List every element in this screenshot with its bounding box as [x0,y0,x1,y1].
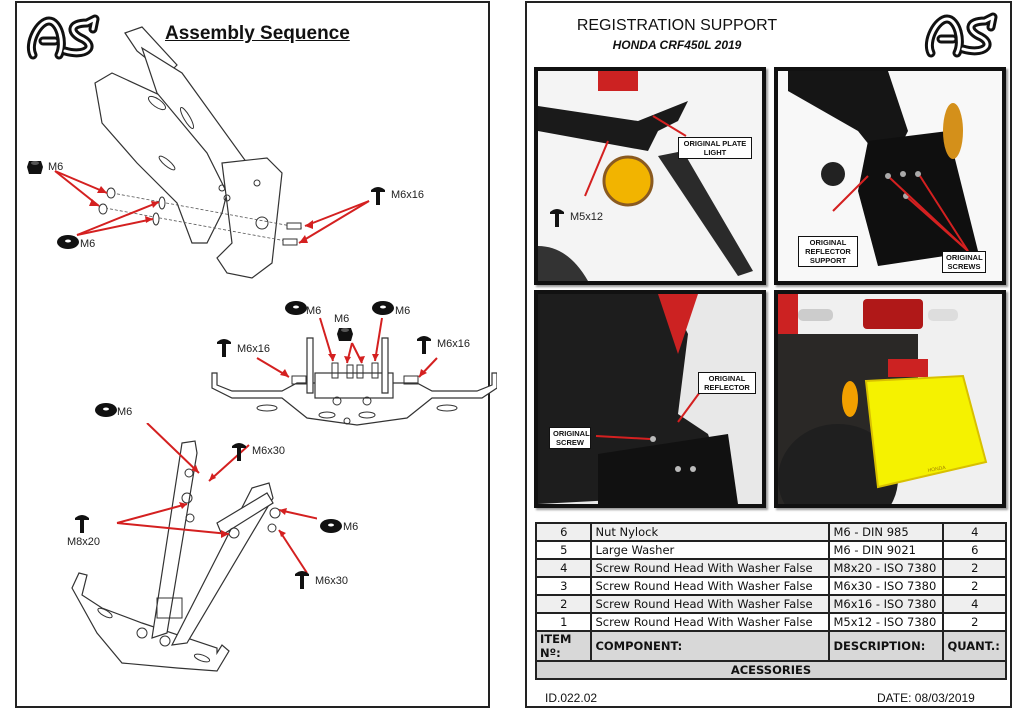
item-number: 3 [534,576,593,596]
callout-original-screws: ORIGINAL SCREWS [942,251,986,273]
item-number: 6 [534,522,593,542]
description: M5x12 - ISO 7380 [828,612,945,632]
screw-icon [232,443,246,461]
washer-icon [95,403,117,417]
plate-brand-text: HONDA [927,465,946,474]
document-subtitle: HONDA CRF450L 2019 [612,38,742,52]
as-logo-icon [925,12,998,58]
washer-icon [57,235,79,249]
label-bot-washer-top: M6 [117,406,133,418]
label-m5x12: M5x12 [570,211,604,223]
label-mid-screw-left: M6x16 [237,343,271,355]
quantity: 6 [942,540,1007,560]
as-logo-icon [27,14,100,60]
quantity: 2 [942,558,1007,578]
table-section-row: ACESSORIES [535,660,1007,680]
washer-icon [285,301,307,315]
label-top-screw: M6x16 [391,189,425,201]
header-item: ITEM Nº: [534,630,593,662]
document-date: DATE: 08/03/2019 [877,691,975,705]
callout-original-reflector: ORIGINAL REFLECTOR [698,372,756,394]
header-quantity: QUANT.: [942,630,1007,662]
item-number: 2 [534,594,593,614]
document-id: ID.022.02 [545,691,598,705]
component: Nut Nylock [590,522,831,542]
assembly-sequence-page: Assembly Sequence [15,1,497,708]
label-mid-washer-left: M6 [306,305,322,317]
nut-icon [337,328,353,341]
description: M6x16 - ISO 7380 [828,594,945,614]
label-top-nut: M6 [48,161,64,173]
photo-original-reflector: ORIGINAL REFLECTOR ORIGINAL SCREW [534,290,766,508]
callout-original-screw: ORIGINAL SCREW [549,427,591,449]
label-bot-washer-right: M6 [343,521,359,533]
photo-finished-mount-image: HONDA [778,294,988,504]
bracket-drawing-bottom [71,423,317,672]
label-bot-screw-right: M6x30 [315,575,349,587]
component: Screw Round Head With Washer False [590,612,831,632]
item-number: 5 [534,540,593,560]
photo-original-reflector-image [538,294,738,504]
washer-icon [372,301,394,315]
bracket-drawing-top [54,26,370,279]
washer-icon [320,519,342,533]
label-mid-nut: M6 [334,313,350,325]
photo-reflector-support: ORIGINAL REFLECTOR SUPPORT ORIGINAL SCRE… [774,67,1006,285]
quantity: 4 [942,522,1007,542]
quantity: 4 [942,594,1007,614]
quantity: 2 [942,576,1007,596]
photo-reflector-support-image [788,71,978,266]
photo-finished-mount: HONDA [774,290,1006,508]
component: Screw Round Head With Washer False [590,558,831,578]
callout-original-plate-light: ORIGINAL PLATE LIGHT [678,137,752,159]
item-number: 1 [534,612,593,632]
quantity: 2 [942,612,1007,632]
nut-icon [27,161,43,174]
header-component: COMPONENT: [590,630,831,662]
component: Large Washer [590,540,831,560]
description: M6 - DIN 985 [828,522,945,542]
registration-support-page: REGISTRATION SUPPORT HONDA CRF450L 2019 … [525,1,1012,708]
label-mid-screw-right: M6x16 [437,338,471,350]
header-description: DESCRIPTION: [828,630,945,662]
screw-icon [371,187,385,205]
item-number: 4 [534,558,593,578]
bracket-drawing-middle [211,317,497,426]
screw-icon [417,336,431,354]
photo-plate-light: ORIGINAL PLATE LIGHT M5x12 [534,67,766,285]
screw-icon [550,209,564,227]
description: M6 - DIN 9021 [828,540,945,560]
document-title: REGISTRATION SUPPORT [576,17,778,34]
label-bot-screw-top: M6x30 [252,445,286,457]
description: M8x20 - ISO 7380 [828,558,945,578]
component: Screw Round Head With Washer False [590,576,831,596]
screw-icon [217,339,231,357]
label-top-washer: M6 [80,238,96,250]
label-bot-screw-left: M8x20 [67,536,101,548]
page-title: Assembly Sequence [165,23,350,44]
screw-icon [75,515,89,533]
label-mid-washer-right: M6 [395,305,411,317]
table-header-row: ITEM Nº:COMPONENT:DESCRIPTION:QUANT.: [534,630,1007,662]
screw-icon [295,571,309,589]
section-accessories: ACESSORIES [535,660,1007,680]
component: Screw Round Head With Washer False [590,594,831,614]
photo-plate-light-image [538,71,753,281]
description: M6x30 - ISO 7380 [828,576,945,596]
callout-original-reflector-support: ORIGINAL REFLECTOR SUPPORT [798,236,858,267]
